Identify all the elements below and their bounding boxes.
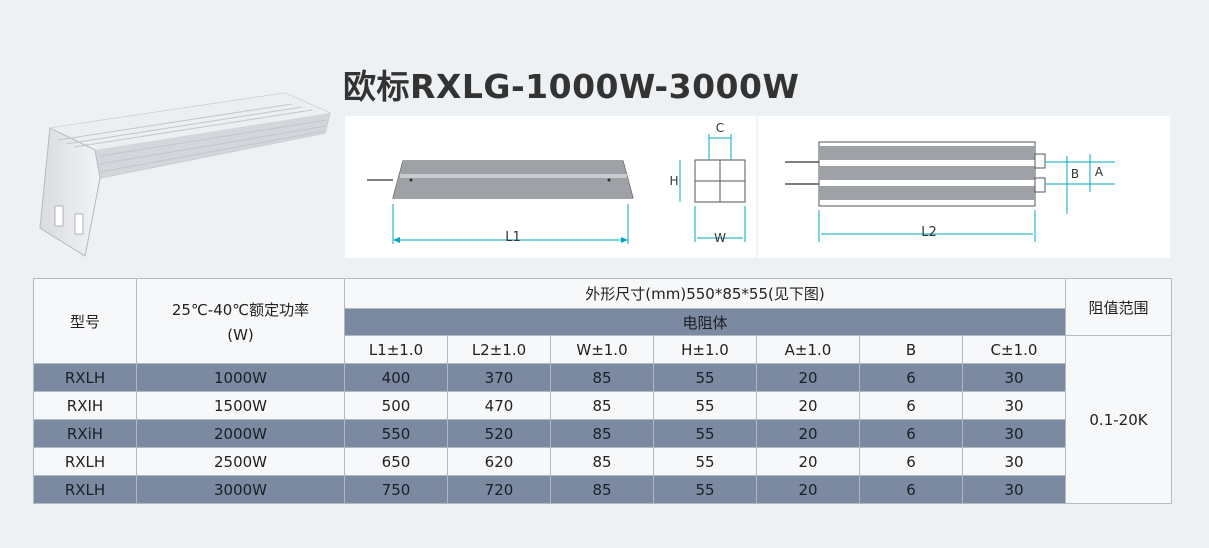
value-cell: 20 xyxy=(756,475,860,504)
value-cell: 85 xyxy=(550,363,654,392)
resistance-header: 阻值范围 xyxy=(1065,278,1172,336)
value-cell: 520 xyxy=(447,419,551,448)
value-cell: 620 xyxy=(447,447,551,476)
value-cell: 6 xyxy=(859,447,963,476)
value-cell: 20 xyxy=(756,447,860,476)
table-row: RXLH 3000W 750 720 85 55 20 6 30 xyxy=(33,475,1172,504)
l1-label: L1 xyxy=(505,230,521,245)
table-row: RXLH 2500W 650 620 85 55 20 6 30 xyxy=(33,447,1172,476)
power-header-line1: 25℃-40℃额定功率 xyxy=(171,300,310,319)
model-cell: RXiH xyxy=(33,419,137,448)
value-cell: 6 xyxy=(859,419,963,448)
value-cell: 720 xyxy=(447,475,551,504)
dims-header: 外形尺寸(mm)550*85*55(见下图) xyxy=(344,278,1066,309)
w-label: W xyxy=(714,231,726,245)
model-cell: RXLH xyxy=(33,447,137,476)
value-cell: 55 xyxy=(653,419,757,448)
model-cell: RXLH xyxy=(33,475,137,504)
power-header-line2: (W) xyxy=(227,325,254,344)
value-cell: 470 xyxy=(447,391,551,420)
value-cell: 6 xyxy=(859,363,963,392)
col-header-a: A±1.0 xyxy=(756,335,860,364)
col-header-l1: L1±1.0 xyxy=(344,335,448,364)
value-cell: 20 xyxy=(756,391,860,420)
value-cell: 30 xyxy=(962,363,1066,392)
value-cell: 85 xyxy=(550,475,654,504)
value-cell: 500 xyxy=(344,391,448,420)
value-cell: 20 xyxy=(756,363,860,392)
page-title: 欧标RXLG-1000W-3000W xyxy=(343,67,800,106)
resistor-product-image xyxy=(39,92,331,257)
dimension-drawing: L1 C H W xyxy=(345,116,1170,258)
value-cell: 85 xyxy=(550,419,654,448)
side-view: L1 xyxy=(367,160,634,245)
value-cell: 400 xyxy=(344,363,448,392)
b-label: B xyxy=(1071,167,1079,181)
value-cell: 55 xyxy=(653,391,757,420)
end-view: C H W xyxy=(669,121,746,245)
value-cell: 750 xyxy=(344,475,448,504)
power-cell: 1500W xyxy=(136,391,345,420)
value-cell: 85 xyxy=(550,447,654,476)
col-header-b: B xyxy=(859,335,963,364)
value-cell: 85 xyxy=(550,391,654,420)
model-header: 型号 xyxy=(33,278,137,364)
power-cell: 2000W xyxy=(136,419,345,448)
a-label: A xyxy=(1095,165,1104,179)
power-header: 25℃-40℃额定功率 (W) xyxy=(136,278,345,364)
model-cell: RXIH xyxy=(33,391,137,420)
l2-label: L2 xyxy=(921,225,937,240)
value-cell: 370 xyxy=(447,363,551,392)
value-cell: 30 xyxy=(962,419,1066,448)
resistance-value: 0.1-20K xyxy=(1065,335,1172,504)
power-cell: 3000W xyxy=(136,475,345,504)
col-header-l2: L2±1.0 xyxy=(447,335,551,364)
table-row: RXiH 2000W 550 520 85 55 20 6 30 xyxy=(33,419,1172,448)
spec-table: 型号 25℃-40℃额定功率 (W) 外形尺寸(mm)550*85*55(见下图… xyxy=(33,278,1172,504)
table-row: RXLH 1000W 400 370 85 55 20 6 30 xyxy=(33,363,1172,392)
value-cell: 6 xyxy=(859,475,963,504)
power-cell: 2500W xyxy=(136,447,345,476)
col-header-c: C±1.0 xyxy=(962,335,1066,364)
table-row: RXIH 1500W 500 470 85 55 20 6 30 xyxy=(33,391,1172,420)
value-cell: 20 xyxy=(756,419,860,448)
h-label: H xyxy=(669,174,678,188)
value-cell: 650 xyxy=(344,447,448,476)
value-cell: 30 xyxy=(962,391,1066,420)
value-cell: 30 xyxy=(962,447,1066,476)
value-cell: 55 xyxy=(653,363,757,392)
model-cell: RXLH xyxy=(33,363,137,392)
top-view: L2 B A xyxy=(756,116,1115,258)
col-header-w: W±1.0 xyxy=(550,335,654,364)
value-cell: 6 xyxy=(859,391,963,420)
resistor-header: 电阻体 xyxy=(344,308,1066,336)
value-cell: 55 xyxy=(653,447,757,476)
value-cell: 30 xyxy=(962,475,1066,504)
c-label: C xyxy=(716,121,724,135)
col-header-h: H±1.0 xyxy=(653,335,757,364)
power-cell: 1000W xyxy=(136,363,345,392)
value-cell: 55 xyxy=(653,475,757,504)
value-cell: 550 xyxy=(344,419,448,448)
